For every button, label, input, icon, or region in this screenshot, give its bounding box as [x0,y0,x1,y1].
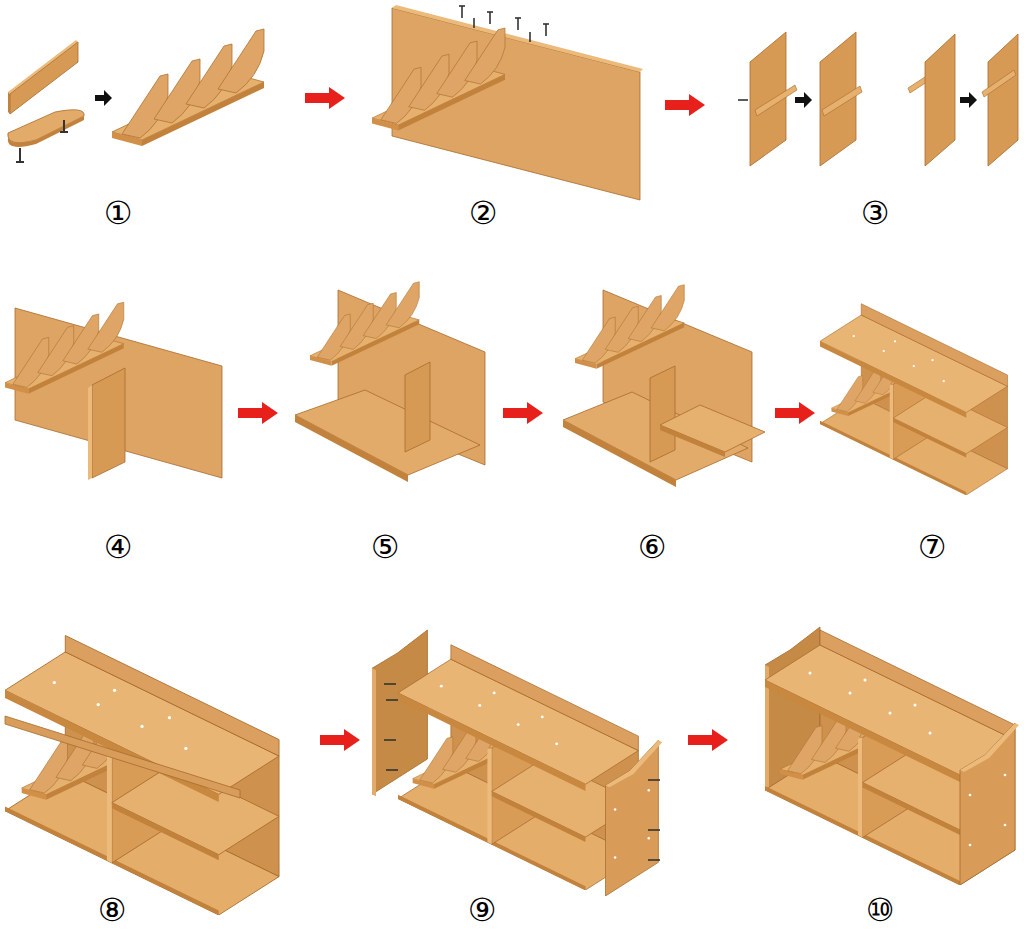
step-number: ④ [104,529,133,565]
step-number: ⑧ [98,892,127,928]
step-number: ⑩ [866,892,895,928]
step-9-drawing [372,630,662,896]
step-arrows [238,87,815,751]
step-number: ① [104,195,133,231]
step-number: ⑦ [918,529,947,565]
step-6-drawing [563,285,765,487]
step-number: ⑤ [371,529,400,565]
step-10-drawing [765,627,1019,885]
step-number: ⑥ [638,529,667,565]
step-5-drawing [295,282,485,482]
step-number: ② [469,195,498,231]
step-7-drawing [820,304,1008,495]
step-4-drawing [5,302,222,480]
step-3-drawing [738,32,1018,166]
step-number: ⑨ [468,892,497,928]
step-number: ③ [861,195,890,231]
step-1-drawing [8,29,264,162]
step-2-drawing [372,5,643,200]
step-8-drawing [5,635,279,915]
